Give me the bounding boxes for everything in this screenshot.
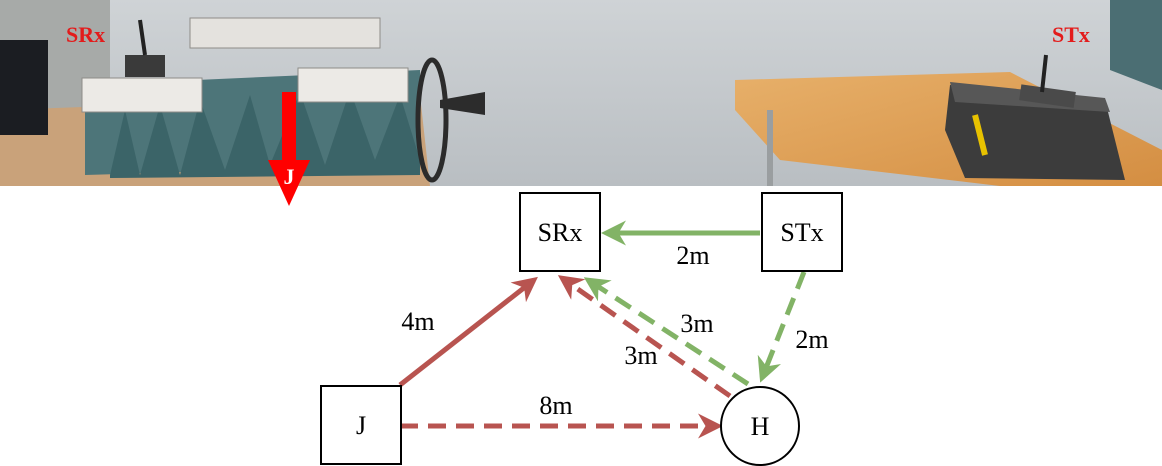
- edge-label-stx-srx: 2m: [676, 241, 709, 270]
- node-stx-label: STx: [780, 218, 823, 247]
- sdr-box-back: [189, 17, 381, 49]
- node-h-label: H: [751, 412, 770, 441]
- node-stx: STx: [761, 192, 843, 272]
- node-j: J: [320, 385, 402, 465]
- node-j-label: J: [356, 411, 366, 440]
- left-monitor: [0, 40, 48, 135]
- edge-h-srx-red: [557, 275, 732, 399]
- sdr-box-left: [81, 77, 203, 113]
- horn-antenna: [440, 92, 485, 115]
- srx-antenna: [138, 19, 147, 56]
- photo-label-stx: STx: [1052, 22, 1090, 47]
- jammer-down-arrow: J: [268, 92, 310, 206]
- node-srx: SRx: [519, 192, 601, 272]
- edge-label-h-srx-green: 3m: [680, 309, 713, 338]
- edge-stx-h: [757, 271, 807, 383]
- photo-label-srx: SRx: [66, 22, 105, 47]
- edge-label-stx-h: 2m: [795, 325, 828, 354]
- edge-label-j-srx: 4m: [401, 307, 434, 336]
- absorber-spikes: [110, 90, 420, 178]
- lab-photo: SRx STx: [0, 0, 1162, 186]
- jammer-arrow-label: J: [284, 164, 295, 189]
- edge-j-srx: [398, 276, 538, 387]
- edge-h-srx-green: [583, 277, 750, 387]
- edge-label-h-srx-red: 3m: [624, 341, 657, 370]
- right-absorber: [1110, 0, 1162, 90]
- node-srx-label: SRx: [538, 218, 583, 247]
- srx-antenna-base: [125, 55, 165, 77]
- edge-label-j-h: 8m: [539, 391, 572, 420]
- yellow-strap: [972, 114, 988, 156]
- stx-device: [1019, 84, 1076, 108]
- sdr-box-right: [297, 67, 409, 103]
- node-h: H: [720, 386, 800, 466]
- cart-wheel: [415, 57, 449, 183]
- stx-antenna: [1040, 54, 1048, 93]
